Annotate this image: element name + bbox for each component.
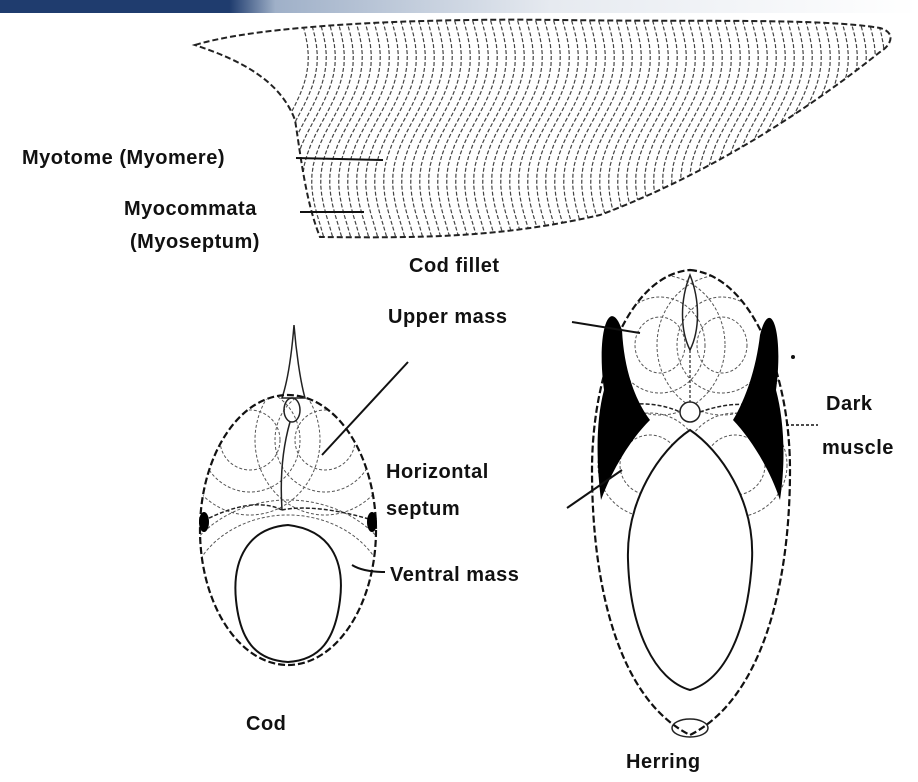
myomere-line — [852, 15, 894, 245]
myomere-line — [807, 15, 849, 245]
myomere-line — [789, 15, 831, 245]
cod-cross-section — [173, 325, 408, 700]
myotome-pointer-line — [296, 158, 383, 160]
label-muscle: muscle — [822, 436, 894, 460]
label-cod: Cod — [246, 712, 286, 736]
myomere-line — [771, 15, 813, 245]
ventral-mass-pointer — [352, 565, 385, 572]
myomere-line — [816, 15, 858, 245]
label-herring: Herring — [626, 750, 701, 774]
myomere-line — [834, 15, 876, 245]
label-upper-mass: Upper mass — [388, 305, 508, 329]
myomere-line — [780, 15, 822, 245]
label-septum: septum — [386, 497, 460, 521]
myomere-line — [267, 15, 309, 245]
label-myocommata: Myocommata — [124, 197, 257, 221]
myomere-line — [825, 15, 867, 245]
label-horizontal: Horizontal — [386, 460, 489, 484]
label-cod-fillet: Cod fillet — [409, 254, 500, 278]
cod-upper-mass-pointer — [322, 362, 408, 455]
label-ventral-mass: Ventral mass — [390, 563, 519, 587]
cod-fillet-drawing — [195, 15, 893, 245]
label-dark: Dark — [826, 392, 872, 416]
myomere-line — [285, 15, 327, 245]
myomere-line — [798, 15, 840, 245]
myomere-line — [843, 15, 885, 245]
label-myoseptum: (Myoseptum) — [130, 230, 260, 254]
herring-cross-section — [567, 270, 818, 737]
label-myotome: Myotome (Myomere) — [22, 146, 225, 170]
